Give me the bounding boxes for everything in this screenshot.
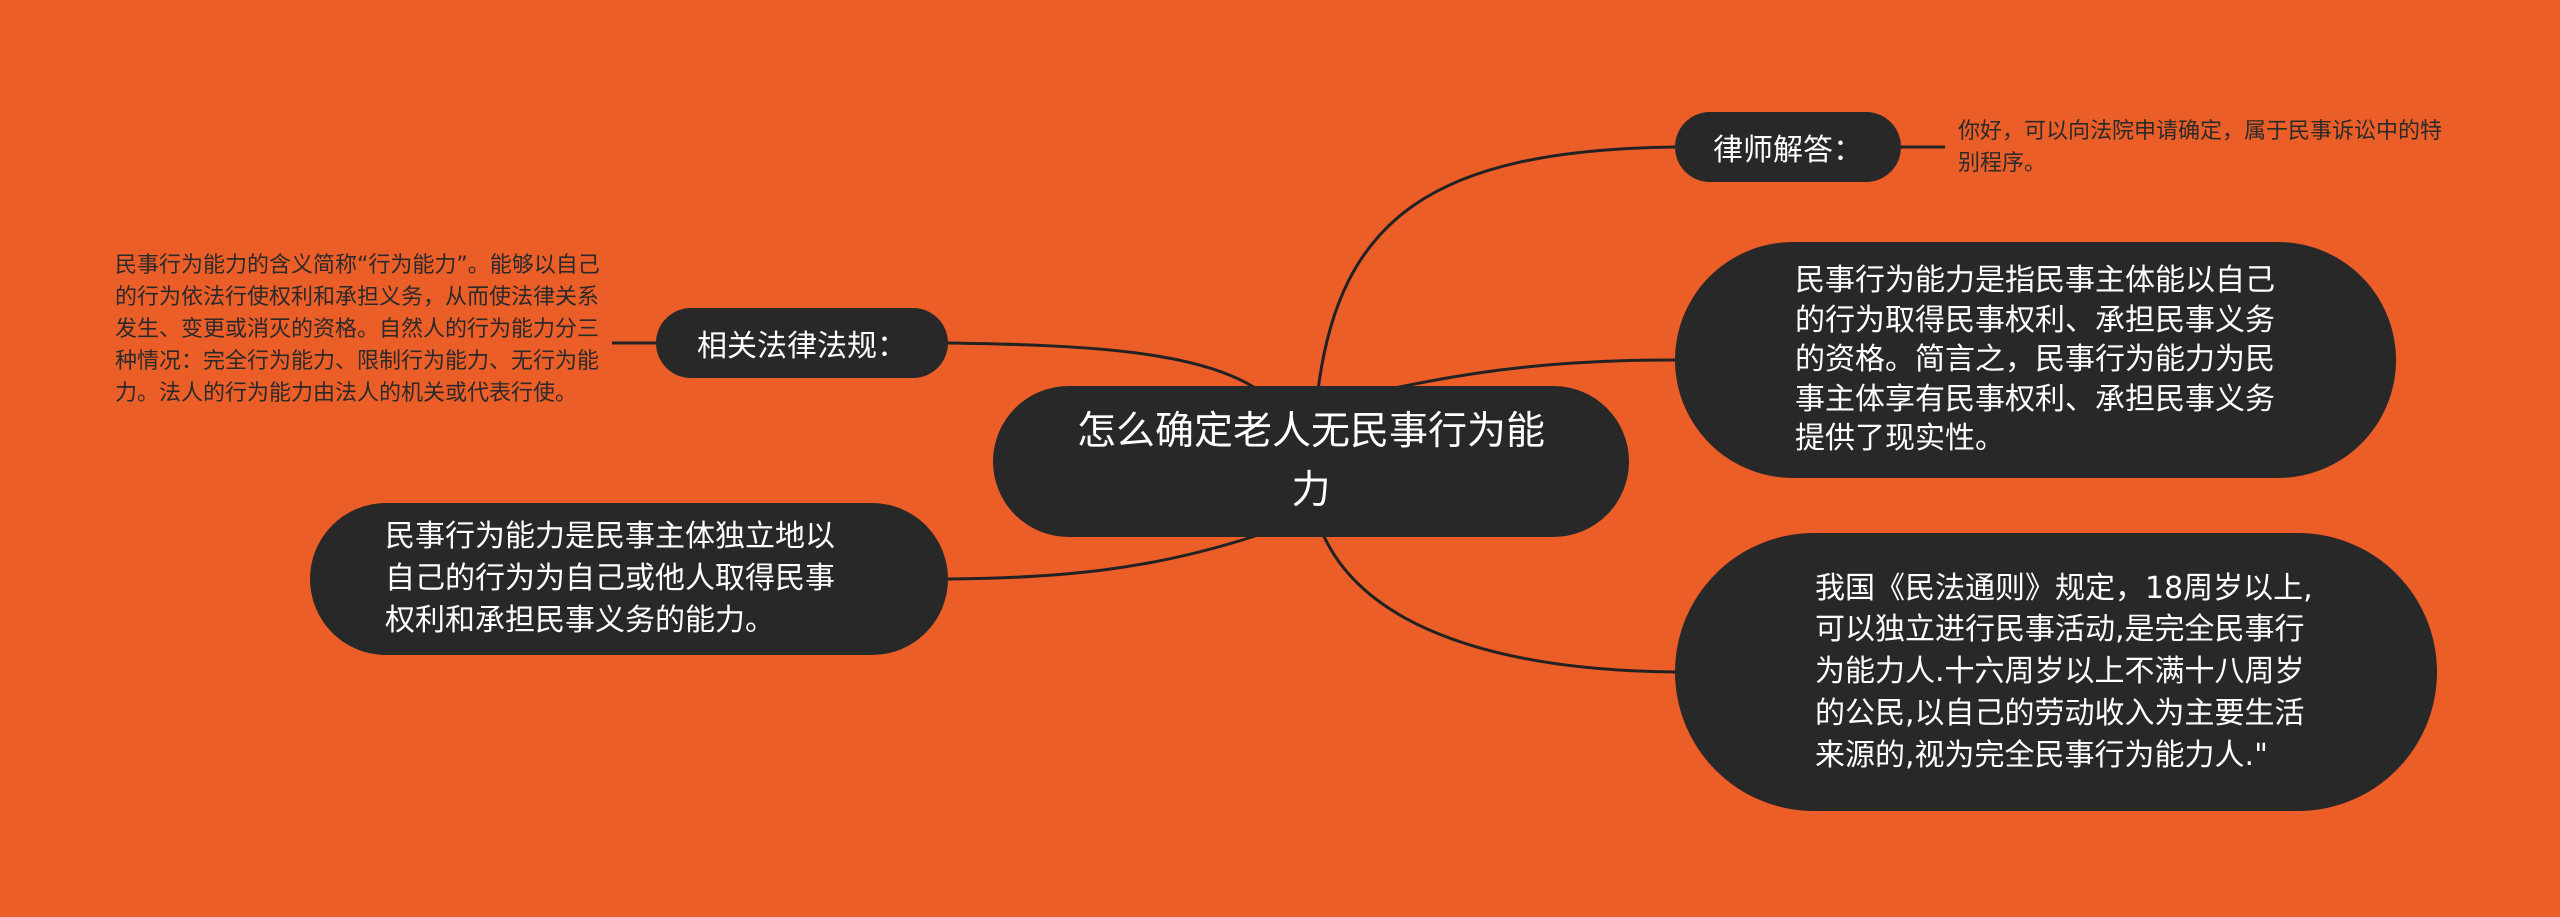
branch-ability[interactable]: 民事行为能力是民事主体独立地以自己的行为为自己或他人取得民事权利和承担民事义务的… (310, 503, 948, 655)
branch-lawyer-answer-label: 律师解答： (1713, 133, 1863, 168)
link-root-definition (1394, 358, 1676, 390)
root-topic[interactable]: 怎么确定老人无民事行为能力 (993, 386, 1629, 537)
branch-civil-law-label: 我国《民法通则》规定，18周岁以上,可以独立进行民事活动,是完全民事行为能力人.… (1815, 570, 2313, 773)
branch-civil-law[interactable]: 我国《民法通则》规定，18周岁以上,可以独立进行民事活动,是完全民事行为能力人.… (1675, 533, 2437, 811)
link-root-lawyer (1316, 145, 1676, 391)
branch-related-law[interactable]: 相关法律法规： (656, 308, 948, 378)
branch-ability-label: 民事行为能力是民事主体独立地以自己的行为为自己或他人取得民事权利和承担民事义务的… (385, 519, 835, 638)
root-topic-label: 怎么确定老人无民事行为能力 (1076, 409, 1545, 513)
branch-definition-label: 民事行为能力是指民事主体能以自己的行为取得民事权利、承担民事义务的资格。简言之，… (1795, 263, 2275, 457)
branch-definition[interactable]: 民事行为能力是指民事主体能以自己的行为取得民事权利、承担民事义务的资格。简言之，… (1675, 242, 2396, 478)
link-root-civil (1320, 531, 1676, 674)
branch-related-law-label: 相关法律法规： (697, 329, 907, 364)
link-root-ability (947, 534, 1256, 581)
related-law-note: 民事行为能力的含义简称“行为能力”。能够以自己的行为依法行使权利和承担义务，从而… (115, 253, 600, 406)
branch-lawyer-answer[interactable]: 律师解答： (1675, 112, 1901, 182)
lawyer-answer-note: 你好，可以向法院申请确定，属于民事诉讼中的特别程序。 (1958, 119, 2443, 176)
link-root-law (947, 341, 1259, 392)
